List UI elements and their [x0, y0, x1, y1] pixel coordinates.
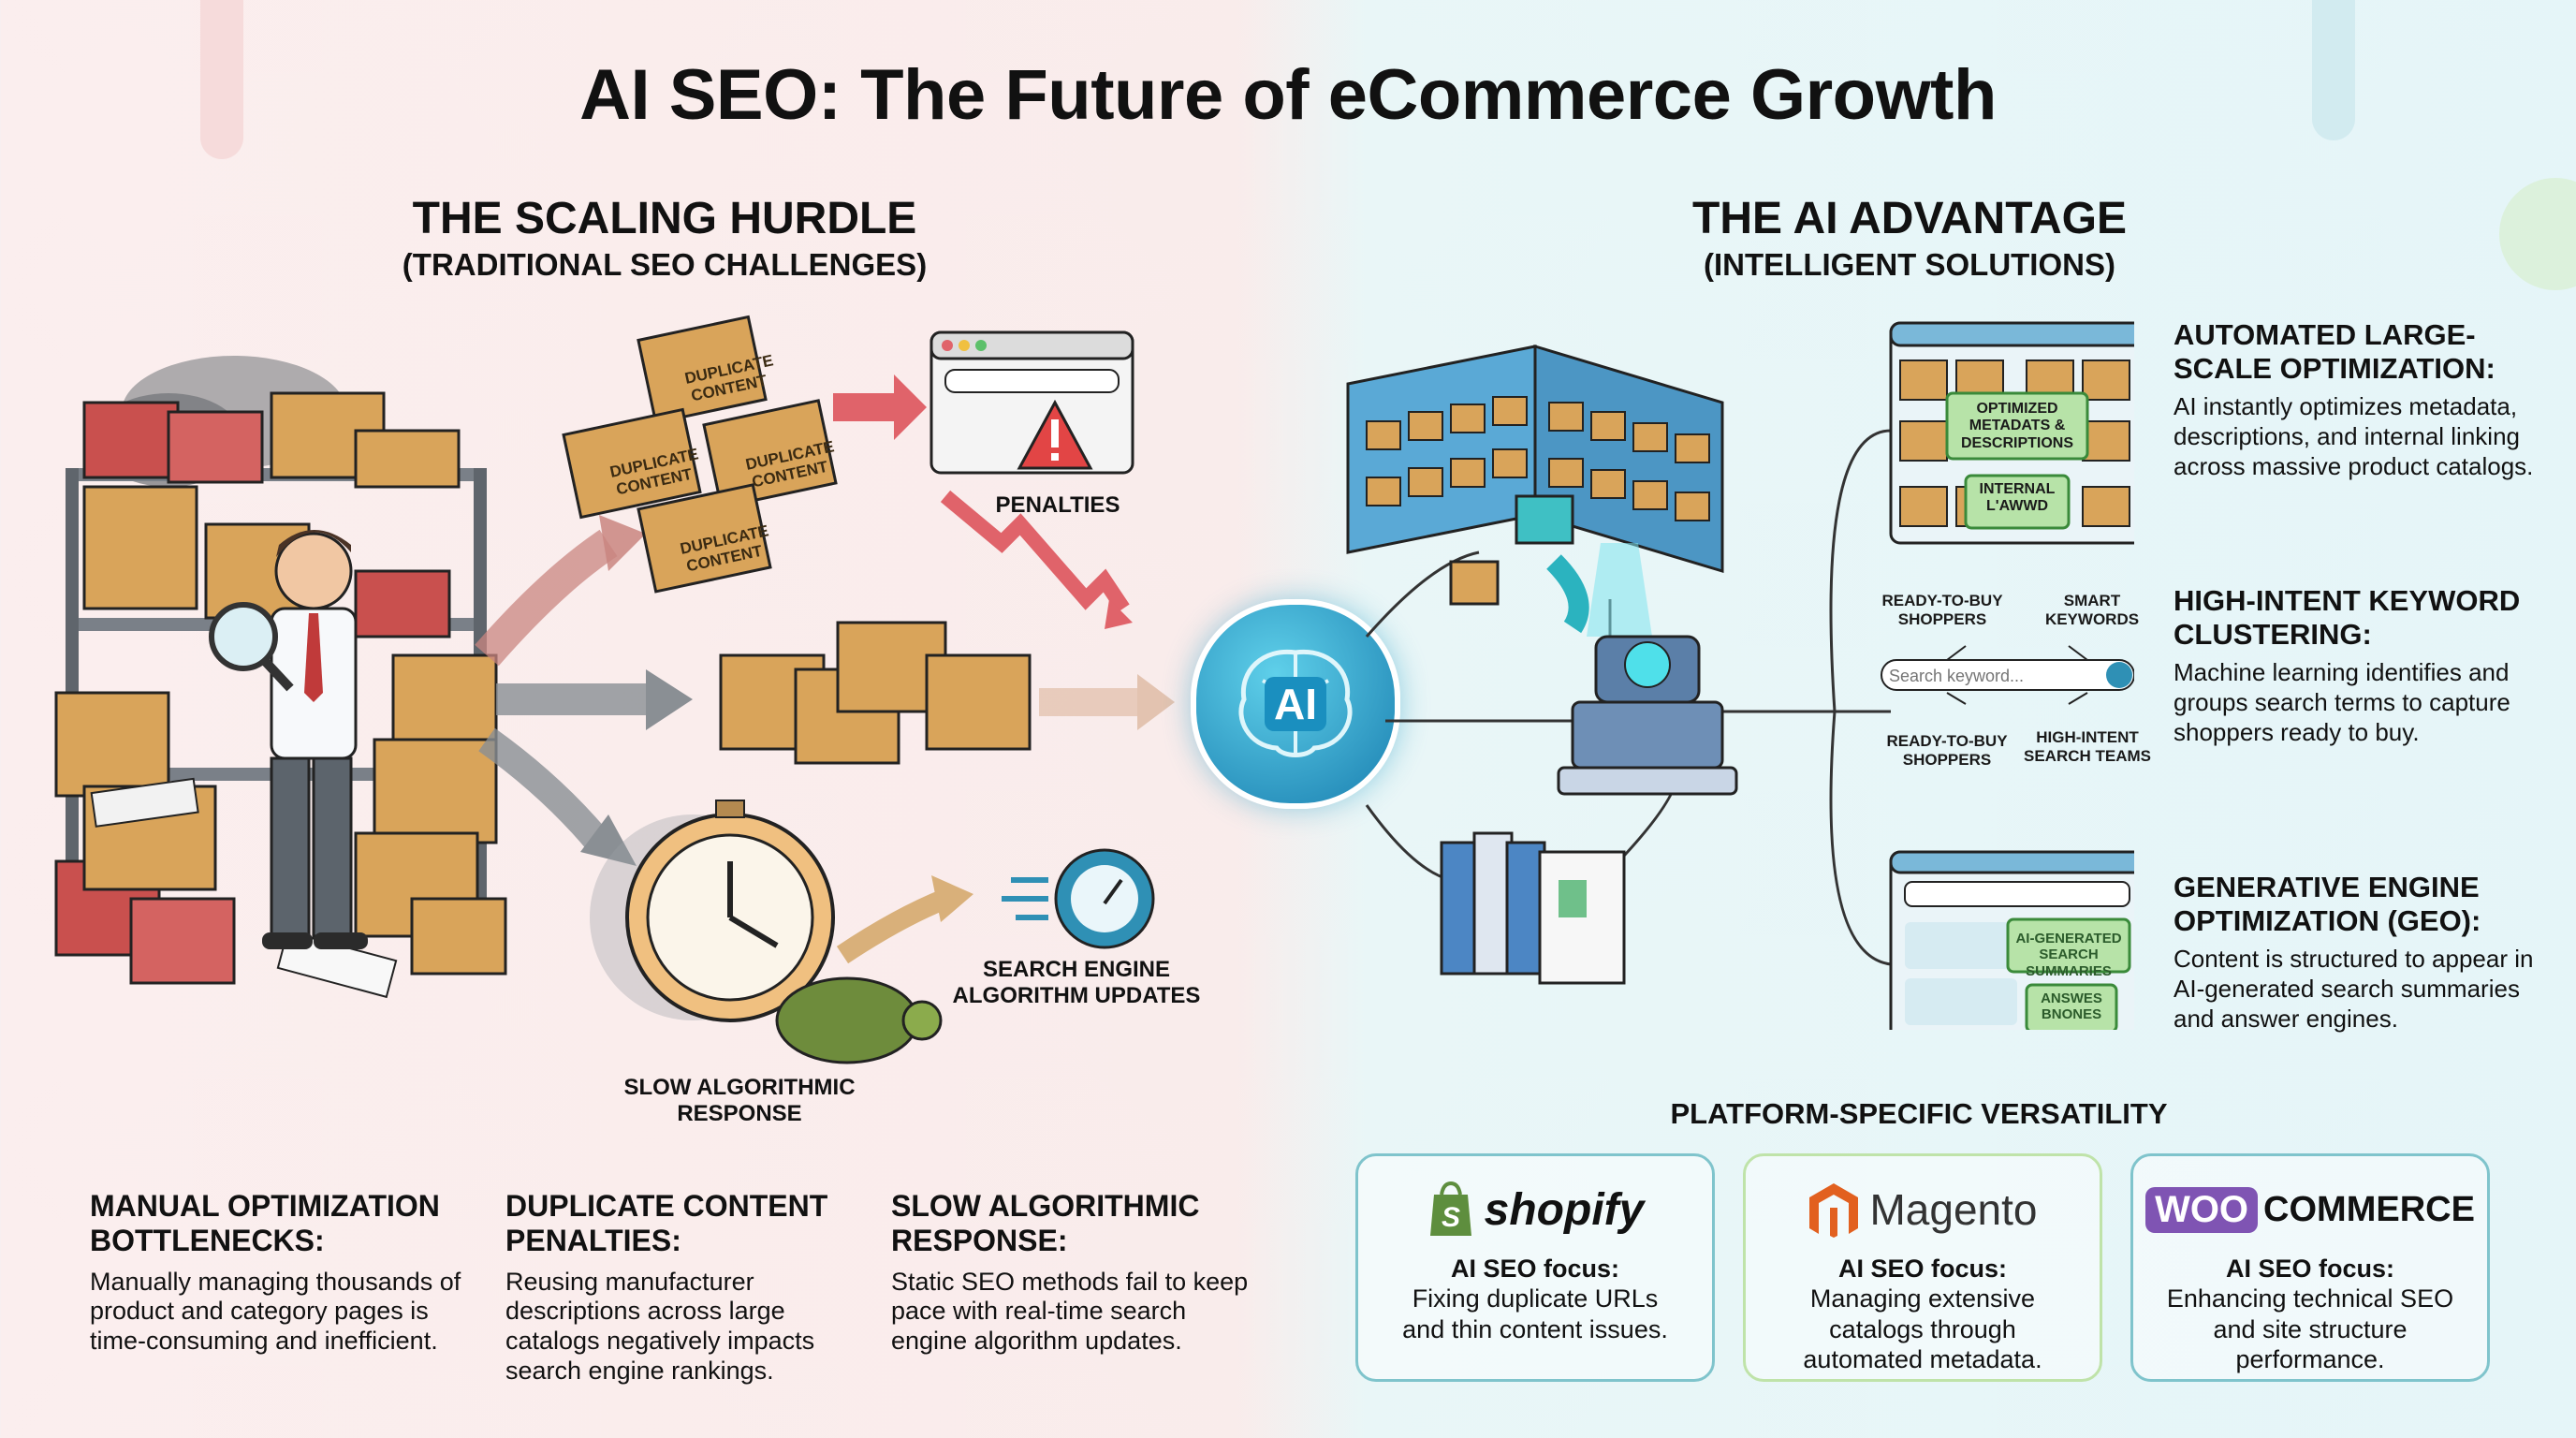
panel-tag-answers: ANSWES BNONES	[2041, 990, 2102, 1023]
platform-focus-label: AI SEO focus:	[1450, 1255, 1620, 1283]
documents-icon	[1440, 831, 1626, 985]
platform-card-magento: Magento AI SEO focus: Managing extensive…	[1743, 1153, 2102, 1382]
optimization-panel	[1889, 321, 2134, 545]
platform-card-woocommerce: WOO COMMERCE AI SEO focus: Enhancing tec…	[2130, 1153, 2490, 1382]
search-engine-updates-label: SEARCH ENGINE ALGORITHM UPDATES	[952, 957, 1201, 1008]
shopify-bag-icon: S	[1429, 1181, 1471, 1236]
teal-arrow-icon	[1546, 554, 1589, 634]
platform-focus-text: Fixing duplicate URLs and thin content i…	[1402, 1284, 1668, 1343]
penalty-browser-window	[929, 330, 1134, 475]
arrow-down-icon	[580, 814, 637, 866]
ai-server-icon	[1557, 543, 1738, 796]
platform-focus-text: Enhancing technical SEO and site structu…	[2166, 1284, 2454, 1374]
scaling-hurdle-illustration: DUPLICATE CONTENT DUPLICATE CONTENT DUPL…	[54, 315, 1175, 1064]
trend-down-icon	[1105, 599, 1133, 629]
ai-advantage-illustration	[1346, 321, 2134, 1030]
panel-tag-internal: INTERNAL L'AWWD	[1979, 481, 2056, 515]
feature-title: HIGH-INTENT KEYWORD CLUSTERING:	[2174, 584, 2521, 651]
keyword-search-input[interactable]	[1887, 663, 2097, 689]
feature-keyword-clustering: HIGH-INTENT KEYWORD CLUSTERING: Machine …	[2174, 584, 2567, 747]
slow-response-label: SLOW ALGORITHMIC RESPONSE	[623, 1075, 856, 1126]
left-heading: THE SCALING HURDLE	[412, 194, 917, 243]
turtle-icon	[775, 976, 943, 1064]
decor-pill-top-right	[2312, 0, 2355, 140]
overwhelmed-person	[209, 530, 368, 949]
teal-box	[1515, 494, 1574, 545]
feature-body: Machine learning identifies and groups s…	[2174, 658, 2510, 746]
magento-logo: Magento	[1746, 1177, 2100, 1242]
column-manual-optimization: MANUAL OPTIMIZATION BOTTLENECKS: Manuall…	[90, 1189, 474, 1357]
column-slow-response: SLOW ALGORITHMIC RESPONSE: Static SEO me…	[891, 1189, 1266, 1357]
magento-name: Magento	[1869, 1185, 2038, 1234]
page-title: AI SEO: The Future of eCommerce Growth	[579, 55, 1997, 135]
column-body: Static SEO methods fail to keep pace wit…	[891, 1267, 1249, 1356]
platform-card-shopify: S shopify AI SEO focus: Fixing duplicate…	[1355, 1153, 1715, 1382]
feature-automated-optimization: AUTOMATED LARGE-SCALE OPTIMIZATION: AI i…	[2174, 318, 2567, 481]
shopify-name: shopify	[1484, 1184, 1645, 1235]
shopify-logo: S shopify	[1358, 1177, 1712, 1242]
keyword-top-right: SMART KEYWORDS	[2044, 592, 2140, 628]
duplicate-content-boxes	[562, 315, 838, 594]
feature-geo: GENERATIVE ENGINE OPTIMIZATION (GEO): Co…	[2174, 871, 2567, 1034]
panel-tag-metadata: OPTIMIZED METADATS & DESCRIPTIONS	[1960, 401, 2073, 451]
arrow-right-icon	[646, 669, 693, 730]
feature-title: GENERATIVE ENGINE OPTIMIZATION (GEO):	[2174, 871, 2481, 937]
red-box-stack	[54, 401, 451, 985]
column-duplicate-content: DUPLICATE CONTENT PENALTIES: Reusing man…	[505, 1189, 880, 1387]
decor-circle-right	[2499, 178, 2576, 290]
ai-label: AI	[1265, 677, 1326, 731]
keyword-bottom-right: HIGH-INTENT SEARCH TEAMS	[2023, 728, 2151, 765]
panel-tag-ai-summaries: AI-GENERATED SEARCH SUMMARIES	[2015, 931, 2122, 979]
woo-mark: WOO	[2145, 1186, 2259, 1233]
magento-icon	[1809, 1183, 1859, 1238]
red-arrow-icon	[894, 374, 927, 440]
keyword-top-left: READY-TO-BUY SHOPPERS	[1881, 592, 2003, 628]
platform-focus-text: Managing extensive catalogs through auto…	[1803, 1284, 2042, 1374]
commerce-word: COMMERCE	[2263, 1189, 2475, 1229]
column-title: SLOW ALGORITHMIC RESPONSE:	[891, 1189, 1200, 1257]
column-body: Reusing manufacturer descriptions across…	[505, 1267, 815, 1386]
geo-panel	[1889, 850, 2134, 1030]
ai-brain-badge: AI	[1191, 599, 1400, 809]
column-title: MANUAL OPTIMIZATION BOTTLENECKS:	[90, 1189, 440, 1257]
penalties-label: PENALTIES	[995, 492, 1120, 518]
svg-text:S: S	[1442, 1202, 1460, 1233]
soft-arrow-icon	[1137, 674, 1175, 730]
left-subheading: (TRADITIONAL SEO CHALLENGES)	[402, 247, 928, 282]
column-title: DUPLICATE CONTENT PENALTIES:	[505, 1189, 828, 1257]
right-heading: THE AI ADVANTAGE	[1692, 194, 2127, 243]
arrow-up-icon	[599, 515, 646, 571]
organized-warehouse	[1346, 344, 1724, 574]
feature-title: AUTOMATED LARGE-SCALE OPTIMIZATION:	[2174, 318, 2496, 385]
platform-focus-label: AI SEO focus:	[2225, 1255, 2395, 1283]
cardboard-box-row	[719, 621, 1032, 765]
feature-body: Content is structured to appear in AI-ge…	[2174, 945, 2534, 1033]
feature-body: AI instantly optimizes metadata, descrip…	[2174, 392, 2534, 480]
right-subheading: (INTELLIGENT SOLUTIONS)	[1704, 247, 2115, 282]
platform-heading: PLATFORM-SPECIFIC VERSATILITY	[1670, 1097, 2168, 1130]
woocommerce-logo: WOO COMMERCE	[2133, 1177, 2487, 1242]
keyword-bottom-left: READY-TO-BUY SHOPPERS	[1886, 732, 2008, 769]
speedometer-icon	[1002, 848, 1155, 949]
column-body: Manually managing thousands of product a…	[90, 1267, 461, 1356]
platform-focus-label: AI SEO focus:	[1837, 1255, 2008, 1283]
decor-pill-top	[200, 0, 243, 159]
